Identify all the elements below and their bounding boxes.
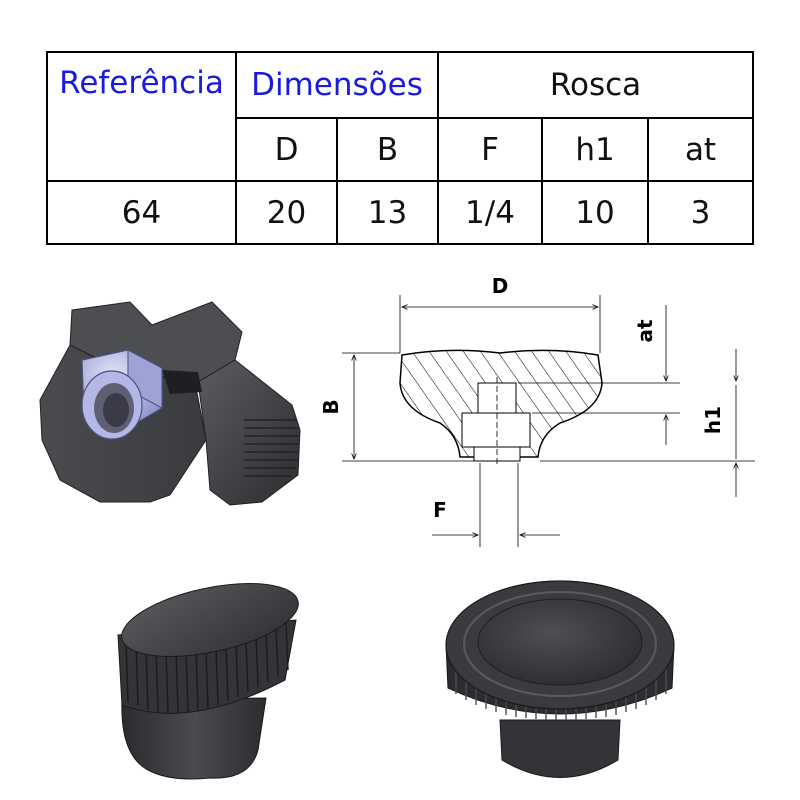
subheader-h1: h1 <box>541 117 649 182</box>
label-b: B <box>319 399 343 414</box>
subheader-f: F <box>437 117 543 182</box>
header-reference: Referência <box>46 51 237 182</box>
knob-top-view-illustration <box>445 580 675 778</box>
value-d: 20 <box>235 180 338 245</box>
value-b: 13 <box>336 180 439 245</box>
technical-section-drawing: D B at h1 F <box>319 274 755 547</box>
specification-table: Referência Dimensões Rosca D B F h1 at 6… <box>46 51 755 245</box>
subheader-b: B <box>336 117 439 182</box>
subheader-d: D <box>235 117 338 182</box>
header-thread: Rosca <box>436 51 755 119</box>
label-h1: h1 <box>701 406 725 434</box>
value-h1: 10 <box>541 180 649 245</box>
sectioned-knob-with-nut-illustration <box>39 301 301 506</box>
knob-side-view-illustration <box>117 583 299 780</box>
subheader-at: at <box>646 117 755 182</box>
header-dimensions: Dimensões <box>235 51 439 119</box>
knurl-lines <box>244 419 298 477</box>
label-d: D <box>492 274 509 298</box>
value-reference: 64 <box>46 180 237 245</box>
value-at: 3 <box>646 180 755 245</box>
label-f: F <box>433 498 447 522</box>
knurl-ridges <box>125 622 289 715</box>
value-f: 1/4 <box>437 180 543 245</box>
label-at: at <box>633 319 657 342</box>
